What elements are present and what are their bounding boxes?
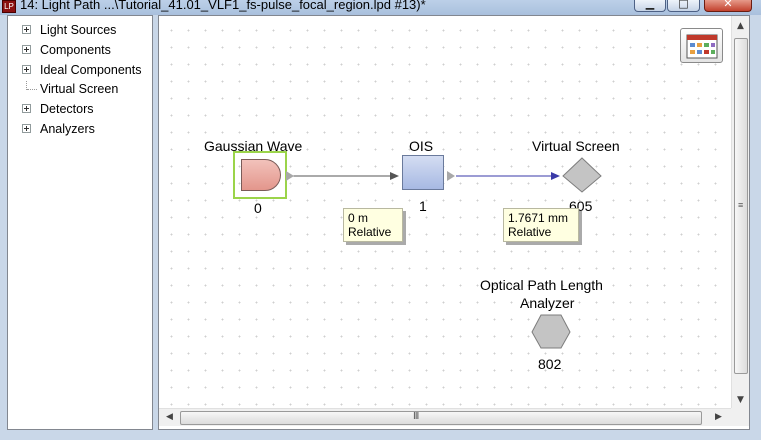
tree-item-analyzers[interactable]: Analyzers — [8, 120, 152, 138]
app-icon[interactable]: LP — [2, 0, 16, 13]
tree-item-label: Virtual Screen — [40, 82, 119, 96]
expand-icon[interactable] — [22, 104, 31, 113]
output-port-icon[interactable] — [447, 171, 455, 181]
close-button[interactable]: ✕ — [704, 0, 752, 12]
scroll-right-icon[interactable]: ▶ — [715, 412, 722, 422]
minimize-button[interactable]: ▁ — [634, 0, 666, 12]
diamond-icon — [562, 157, 602, 193]
tree-item-ideal-components[interactable]: Ideal Components — [8, 61, 152, 79]
light-path-canvas[interactable] — [158, 15, 750, 430]
expand-icon[interactable] — [22, 124, 31, 133]
maximize-icon: □ — [678, 0, 689, 10]
tree-item-components[interactable]: Components — [8, 41, 152, 59]
component-label: OIS — [409, 138, 434, 154]
distance-value: 1.7671 mm — [508, 211, 569, 225]
expand-icon[interactable] — [22, 65, 31, 74]
horizontal-scrollbar[interactable]: ◀ III ▶ — [159, 408, 731, 426]
light-source-icon — [241, 159, 281, 191]
component-id: 0 — [254, 200, 262, 216]
catalog-palette-button[interactable] — [680, 28, 723, 63]
component-id: 802 — [538, 356, 562, 372]
distance-value: 0 m — [348, 211, 369, 225]
vertical-scrollbar[interactable]: ▲ ≡ ▼ — [731, 16, 749, 413]
distance-tooltip: 1.7671 mm Relative — [503, 208, 579, 242]
distance-mode: Relative — [508, 225, 552, 239]
expand-icon[interactable] — [22, 25, 31, 34]
tree-item-label: Detectors — [40, 102, 94, 116]
tree-item-detectors[interactable]: Detectors — [8, 100, 152, 118]
component-label: Optical Path Length — [480, 277, 603, 293]
tree-item-virtual-screen[interactable]: Virtual Screen — [8, 80, 152, 98]
tree-item-light-sources[interactable]: Light Sources — [8, 21, 152, 39]
tree-item-label: Light Sources — [40, 23, 117, 37]
component-id: 1 — [419, 198, 427, 214]
grip-icon: III — [413, 411, 419, 422]
distance-mode: Relative — [348, 225, 392, 239]
catalog-palette-icon — [686, 34, 718, 59]
scrollbar-corner — [731, 408, 749, 426]
ois-component[interactable] — [402, 155, 444, 190]
vertical-scroll-thumb[interactable]: ≡ — [734, 38, 748, 374]
tree-item-label: Ideal Components — [40, 63, 142, 77]
scroll-down-icon[interactable]: ▼ — [737, 395, 744, 405]
tree-line — [26, 81, 37, 90]
horizontal-scroll-thumb[interactable]: III — [180, 411, 702, 425]
component-tree: Light Sources Components Ideal Component… — [7, 15, 153, 430]
grip-icon: ≡ — [738, 200, 744, 210]
scroll-up-icon[interactable]: ▲ — [737, 21, 744, 31]
window-title: 14: Light Path ...\Tutorial_41.01_VLF1_f… — [20, 0, 426, 12]
connection-arrow — [551, 172, 560, 180]
scroll-left-icon[interactable]: ◀ — [166, 412, 173, 422]
connection-arrow — [390, 172, 399, 180]
component-label: Analyzer — [520, 295, 575, 311]
component-label: Gaussian Wave — [204, 138, 303, 154]
minimize-icon: ▁ — [645, 0, 655, 10]
hexagon-icon — [531, 314, 571, 349]
title-bar: LP 14: Light Path ...\Tutorial_41.01_VLF… — [0, 0, 761, 15]
optical-path-analyzer-component[interactable] — [530, 313, 572, 351]
close-icon: ✕ — [723, 0, 733, 10]
expand-icon[interactable] — [22, 45, 31, 54]
virtual-screen-component[interactable] — [560, 156, 604, 196]
component-label: Virtual Screen — [532, 138, 620, 154]
tree-item-label: Analyzers — [40, 122, 95, 136]
tree-item-label: Components — [40, 43, 111, 57]
maximize-button[interactable]: □ — [667, 0, 700, 12]
output-port-icon[interactable] — [286, 171, 294, 181]
gaussian-wave-component[interactable] — [233, 151, 287, 199]
distance-tooltip: 0 m Relative — [343, 208, 403, 242]
